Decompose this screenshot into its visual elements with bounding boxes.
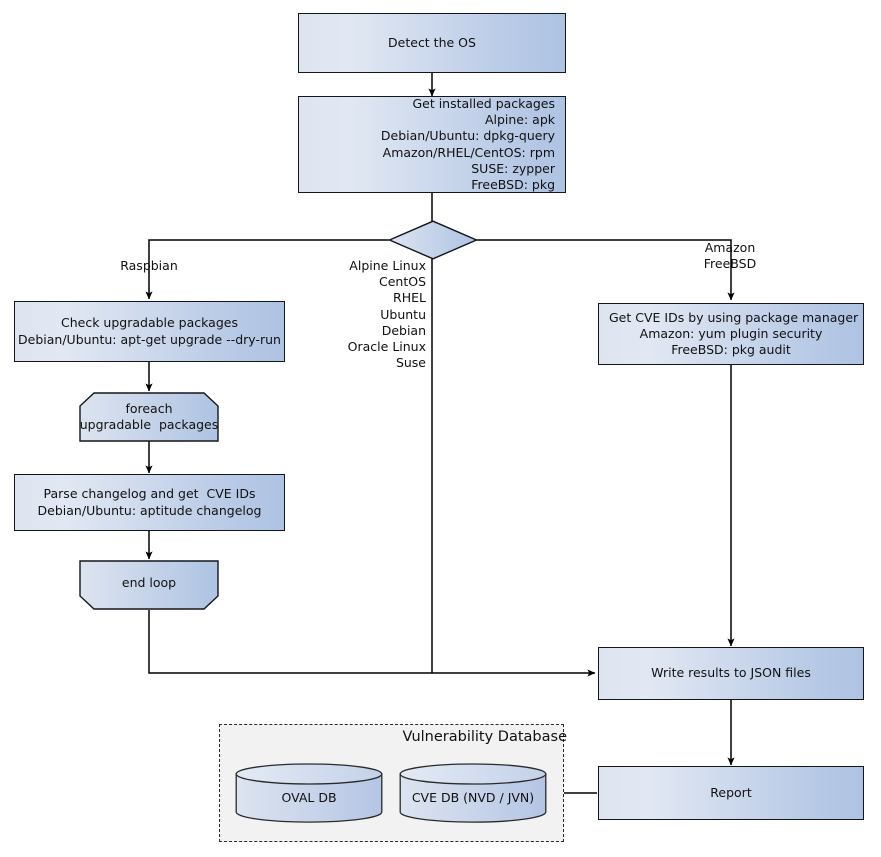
node-report-label: Report — [710, 784, 752, 800]
node-foreach-loop[interactable] — [79, 392, 219, 442]
node-end-loop[interactable] — [79, 560, 219, 610]
node-get-cve-ids[interactable]: Get CVE IDs by using package manager Ama… — [598, 303, 864, 365]
node-detect-os[interactable]: Detect the OS — [298, 13, 566, 73]
edge-label-center-distros: Alpine Linux CentOS RHEL Ubuntu Debian O… — [347, 258, 426, 371]
node-end-loop-label: end loop — [121, 574, 177, 590]
node-oval-db-label: OVAL DB — [281, 789, 337, 805]
node-check-upgradable[interactable]: Check upgradable packages Debian/Ubuntu:… — [14, 301, 285, 362]
group-vulnerability-database-title: Vulnerability Database — [402, 729, 567, 745]
node-foreach-loop-label: foreach upgradable packages — [79, 400, 219, 432]
node-write-results[interactable]: Write results to JSON files — [598, 647, 864, 700]
edge-label-amazon-freebsd: Amazon FreeBSD — [703, 240, 757, 272]
node-cve-db-label: CVE DB (NVD / JVN) — [411, 789, 535, 805]
node-os-decision[interactable] — [387, 220, 479, 260]
edge-endloop-to-write-results — [148, 610, 596, 677]
node-get-installed-packages[interactable]: Get installed packages Alpine: apk Debia… — [298, 96, 566, 193]
node-write-results-label: Write results to JSON files — [651, 665, 811, 681]
node-oval-db[interactable] — [235, 763, 383, 823]
node-parse-changelog-label: Parse changelog and get CVE IDs Debian/U… — [37, 486, 262, 518]
node-check-upgradable-label: Check upgradable packages Debian/Ubuntu:… — [18, 315, 281, 347]
edge-label-raspbian: Raspbian — [120, 258, 178, 273]
node-parse-changelog[interactable]: Parse changelog and get CVE IDs Debian/U… — [14, 474, 285, 531]
node-get-cve-ids-label: Get CVE IDs by using package manager Ama… — [609, 309, 859, 358]
diamond-shape — [387, 220, 479, 260]
node-cve-db[interactable] — [399, 763, 547, 823]
node-get-installed-packages-label: Get installed packages Alpine: apk Debia… — [380, 95, 555, 192]
node-detect-os-label: Detect the OS — [388, 34, 476, 50]
node-report[interactable]: Report — [598, 766, 864, 820]
